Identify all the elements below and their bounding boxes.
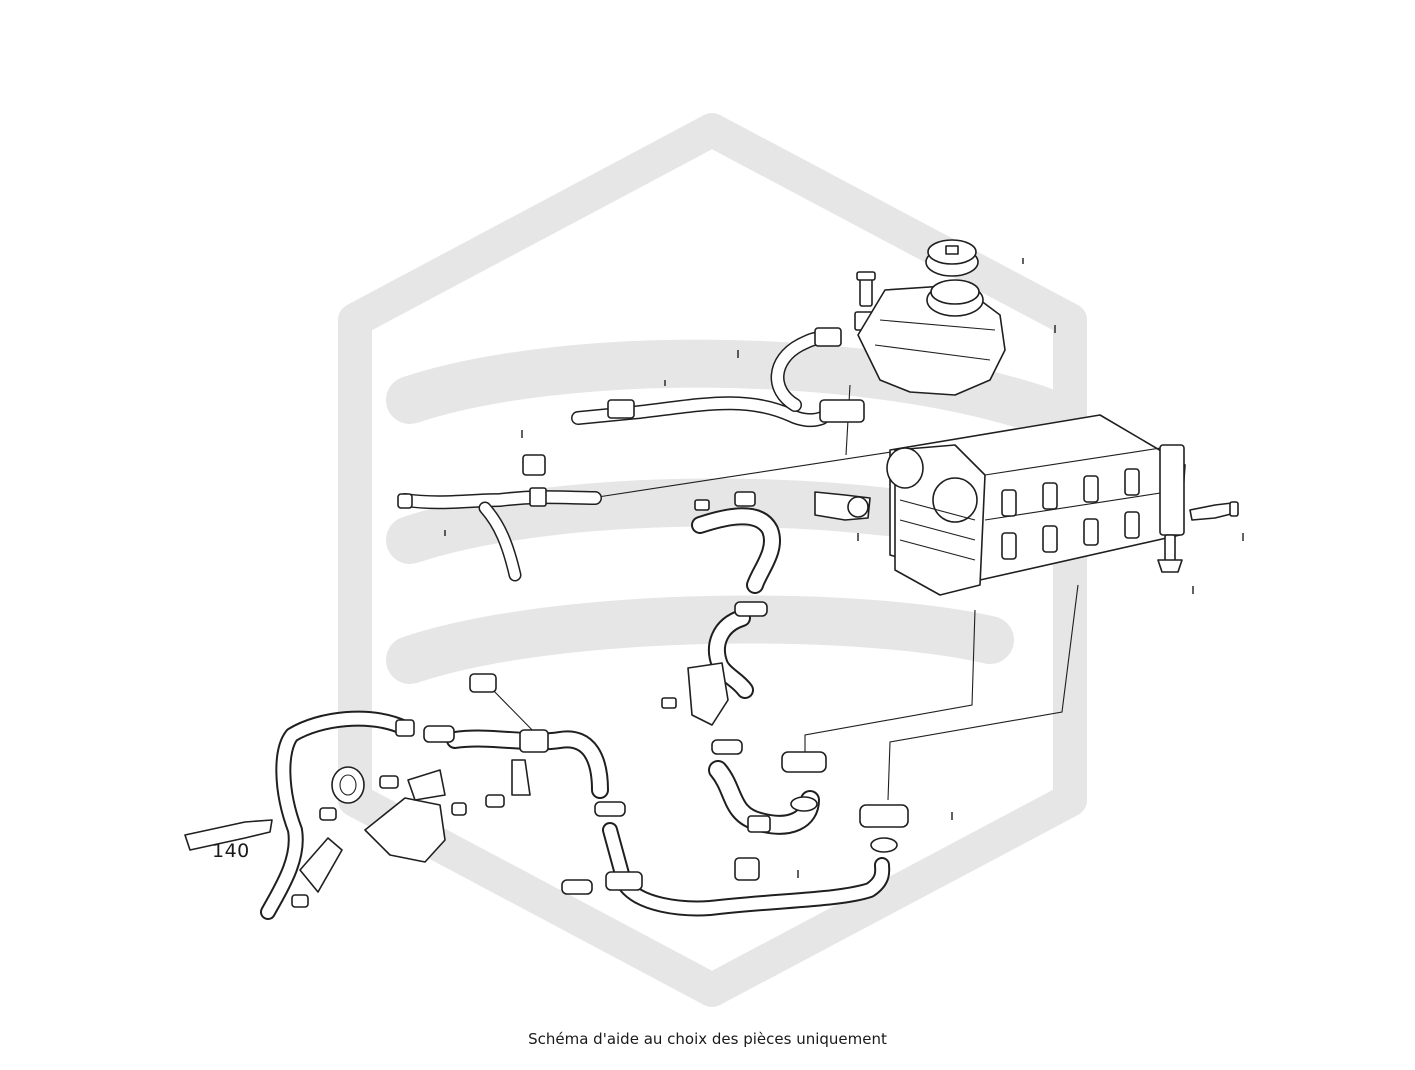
coolant-hose-large-left [446, 673, 609, 799]
coolant-hose-center-lower [661, 601, 768, 726]
rubber-grommet-icon [331, 766, 365, 804]
coolant-hose-bottom [561, 801, 891, 917]
coolant-hose-far-left [260, 710, 455, 920]
support-bracket-icon [184, 769, 446, 893]
temperature-sensor-icon [1189, 501, 1239, 521]
thermostat-housing [814, 491, 871, 521]
part-number-label: 140 [212, 840, 250, 862]
expansion-tank [856, 271, 1006, 396]
scan-ticks [444, 258, 1244, 878]
mounting-bolt-icon [1157, 534, 1183, 573]
coolant-hose-s-bend [708, 739, 820, 881]
bolt-icon [291, 775, 505, 908]
intercooler-module [886, 414, 1186, 596]
tank-cap-icon [925, 239, 979, 277]
coolant-hose-middle [397, 454, 602, 582]
coolant-hose-bend [691, 491, 781, 594]
diagram-caption: Schéma d'aide au choix des pièces unique… [528, 1030, 887, 1048]
hose-clamp-right-icon [781, 751, 909, 853]
